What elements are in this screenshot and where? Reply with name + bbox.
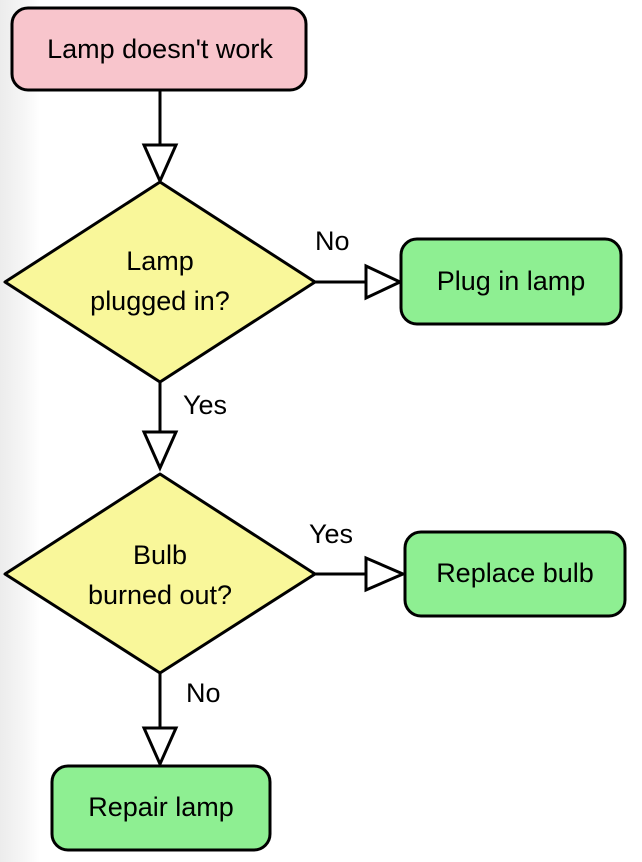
- connectors: [158, 90, 366, 728]
- edge-label-bulb-no: No: [186, 678, 221, 708]
- node-repair-label: Repair lamp: [88, 792, 234, 822]
- arrowheads: [141, 143, 407, 768]
- node-plug-in[interactable]: Plug in lamp: [399, 237, 623, 326]
- node-replace-bulb-shape: [403, 530, 627, 618]
- edge-label-plugged-no: No: [315, 226, 350, 256]
- node-start-label: Lamp doesn't work: [47, 34, 273, 64]
- node-plugged-decision[interactable]: Lamp plugged in?: [3, 180, 317, 384]
- background-shade: [0, 0, 40, 862]
- arrowhead-down-icon: [141, 726, 179, 768]
- node-replace-bulb-label: Replace bulb: [436, 558, 594, 588]
- node-plugged-decision-shape: [3, 180, 317, 384]
- node-plugged-decision-line2: plugged in?: [90, 286, 230, 316]
- node-start[interactable]: Lamp doesn't work: [10, 6, 308, 92]
- arrowhead-right-icon: [364, 555, 407, 593]
- node-plugged-decision-line1: Lamp: [126, 246, 194, 276]
- node-start-shape: [10, 6, 308, 92]
- node-plug-in-label: Plug in lamp: [437, 266, 586, 296]
- node-bulb-decision-shape: [3, 472, 317, 675]
- edge-label-plugged-yes: Yes: [183, 390, 227, 420]
- edge-label-bulb-yes: Yes: [309, 519, 353, 549]
- node-bulb-decision-line2: burned out?: [88, 580, 232, 610]
- node-replace-bulb[interactable]: Replace bulb: [403, 530, 627, 618]
- node-repair-shape: [50, 764, 272, 852]
- node-bulb-decision[interactable]: Bulb burned out?: [3, 472, 317, 675]
- arrowhead-down-icon: [141, 430, 179, 472]
- arrowhead-right-icon: [364, 263, 404, 301]
- arrowhead-down-icon: [141, 143, 179, 185]
- node-plug-in-shape: [399, 237, 623, 326]
- node-repair[interactable]: Repair lamp: [50, 764, 272, 852]
- node-bulb-decision-line1: Bulb: [133, 540, 187, 570]
